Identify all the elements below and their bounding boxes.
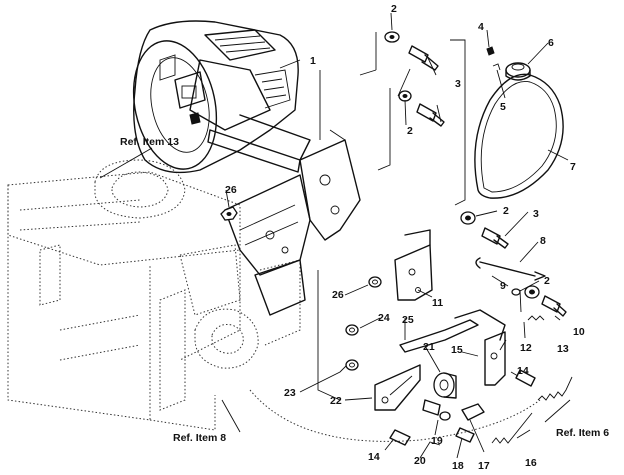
callout-4: 4 [478, 21, 484, 33]
callout-19: 19 [431, 435, 443, 447]
ref-item-8-label: Ref. Item 8 [173, 432, 226, 444]
callout-6: 6 [548, 37, 554, 49]
callout-1: 1 [310, 55, 316, 67]
callout-3: 3 [455, 78, 461, 90]
idler-bracket-assembly [345, 309, 536, 446]
callout-10: 10 [573, 326, 585, 338]
callout-23: 23 [284, 387, 296, 399]
auger-housing-outline [7, 159, 541, 442]
callout-8: 8 [540, 235, 546, 247]
callout-14: 14 [517, 365, 529, 377]
callout-labels: 1 2 2 2 2 3 3 4 5 6 7 8 9 10 11 12 13 14… [225, 3, 585, 472]
callout-16: 16 [525, 457, 537, 469]
callout-2: 2 [544, 275, 550, 287]
callout-15: 15 [451, 344, 463, 356]
reference-labels: Ref. Item 13 Ref. Item 8 Ref. Item 6 [120, 136, 609, 444]
callout-17: 17 [478, 460, 490, 472]
callout-22: 22 [330, 395, 342, 407]
callout-24: 24 [378, 312, 390, 324]
engine-pulley [486, 46, 531, 81]
callout-21: 21 [423, 341, 435, 353]
callout-18: 18 [452, 460, 464, 472]
callout-2: 2 [391, 3, 397, 15]
callout-2: 2 [503, 205, 509, 217]
nut-26-set [220, 206, 382, 288]
ref-item-6-label: Ref. Item 6 [556, 427, 609, 439]
callout-5: 5 [500, 101, 506, 113]
ref-item-13-label: Ref. Item 13 [120, 136, 179, 148]
callout-11: 11 [432, 297, 443, 309]
mounting-plate [224, 139, 361, 316]
callout-9: 9 [500, 280, 506, 292]
callout-14: 14 [368, 451, 380, 463]
callout-25: 25 [402, 314, 414, 326]
callout-26: 26 [332, 289, 344, 301]
springs [491, 315, 573, 444]
callout-12: 12 [520, 342, 532, 354]
engine-assembly [132, 20, 311, 174]
callout-leaders [99, 12, 571, 459]
callout-3: 3 [533, 208, 539, 220]
callout-7: 7 [570, 161, 576, 173]
callout-26: 26 [225, 184, 237, 196]
link-rod-8 [475, 257, 546, 281]
callout-20: 20 [414, 455, 426, 467]
washer-bolt-set [384, 31, 567, 317]
bracket-11 [394, 229, 433, 301]
drive-belt [474, 73, 564, 199]
callout-2: 2 [407, 125, 413, 137]
callout-13: 13 [557, 343, 569, 355]
